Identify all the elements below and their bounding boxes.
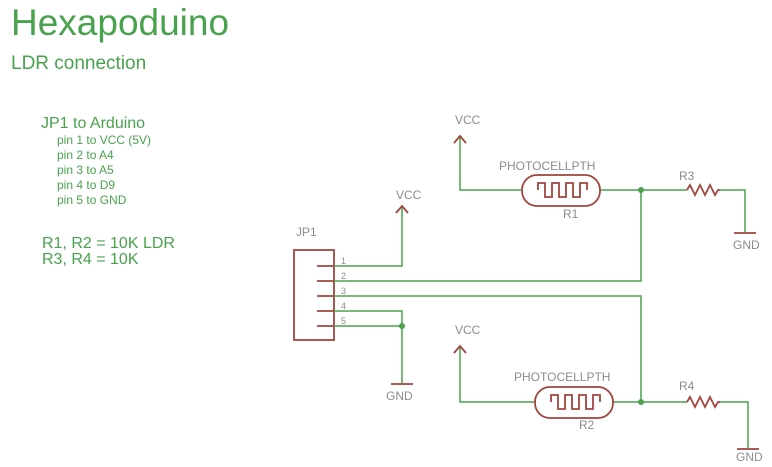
resistor-r3-label: R3 xyxy=(679,169,695,183)
jp1-body xyxy=(293,249,335,341)
photocell-r1-label: R1 xyxy=(563,207,579,221)
photocell-r2-type: PHOTOCELLPTH xyxy=(514,370,610,384)
gnd-label: GND xyxy=(386,389,413,403)
jp1-pin-number-4: 4 xyxy=(341,301,346,311)
photocell-r2-label: R2 xyxy=(579,418,595,432)
resistor-r4: R4 xyxy=(679,379,720,410)
resistor-icon xyxy=(686,182,720,198)
resistor-icon xyxy=(686,394,720,410)
vcc-label: VCC xyxy=(455,323,481,337)
resistor-r3: R3 xyxy=(679,169,720,198)
diagram-subtitle: LDR connection xyxy=(11,53,147,74)
wire-pin4-gnd xyxy=(334,310,403,383)
connector-jp1: JP1 1 2 3 4 5 xyxy=(293,225,346,341)
resistor-value-note: R3, R4 = 10K xyxy=(42,251,139,268)
vcc-symbol-r1: VCC xyxy=(453,113,481,144)
wire-pin3-a5 xyxy=(334,295,642,402)
photocell-icon xyxy=(537,182,588,198)
junction-bottom xyxy=(638,399,644,405)
jp1-label: JP1 xyxy=(296,225,317,239)
jp1-pin-number-2: 2 xyxy=(341,271,346,281)
photocell-r1-body xyxy=(521,174,601,207)
vcc-symbol-r2: VCC xyxy=(453,323,481,354)
diagram-title: Hexapoduino xyxy=(11,2,230,43)
vcc-arrow-icon xyxy=(395,204,409,214)
gnd-symbol-r3: GND xyxy=(733,232,760,252)
gnd-symbol-r4: GND xyxy=(736,448,763,464)
wire-r4-gnd xyxy=(720,401,749,448)
wire-pin1-vcc xyxy=(334,206,403,267)
gnd-label: GND xyxy=(733,238,760,252)
vcc-arrow-icon xyxy=(453,134,467,144)
wire-pin2-a4 xyxy=(334,190,642,282)
ldr-value-note: R1, R2 = 10K LDR xyxy=(42,235,175,252)
vcc-arrow-icon xyxy=(453,344,467,354)
vcc-label: VCC xyxy=(396,188,422,202)
jp1-pin-number-1: 1 xyxy=(341,256,346,266)
wire-r3-gnd xyxy=(720,189,746,232)
photocell-r1: PHOTOCELLPTH R1 xyxy=(499,159,601,221)
wire-vcc-r1 xyxy=(459,136,522,191)
resistor-values: R1, R2 = 10K LDR R3, R4 = 10K xyxy=(42,236,175,268)
junction-gnd xyxy=(399,323,405,329)
resistor-r4-label: R4 xyxy=(679,379,695,393)
note-pin-3: pin 3 to A5 xyxy=(57,163,114,177)
vcc-label: VCC xyxy=(455,113,481,127)
note-pin-4: pin 4 to D9 xyxy=(57,178,116,192)
note-pin-2: pin 2 to A4 xyxy=(57,148,114,162)
connection-notes: JP1 to Arduino pin 1 to VCC (5V) pin 2 t… xyxy=(41,115,151,208)
photocell-r2: PHOTOCELLPTH R2 xyxy=(514,370,614,432)
gnd-symbol-jp1: GND xyxy=(386,383,413,403)
photocell-r1-type: PHOTOCELLPTH xyxy=(499,159,595,173)
jp1-pin-number-3: 3 xyxy=(341,286,346,296)
gnd-label: GND xyxy=(736,450,763,464)
photocell-icon xyxy=(550,394,601,410)
notes-heading: JP1 to Arduino xyxy=(41,115,146,132)
wire-vcc-r2 xyxy=(459,346,535,403)
photocell-r2-body xyxy=(534,386,614,419)
jp1-pin-number-5: 5 xyxy=(341,316,346,326)
vcc-symbol-jp1: VCC xyxy=(395,188,422,214)
junction-top xyxy=(638,187,644,193)
wires xyxy=(334,136,749,448)
note-pin-1: pin 1 to VCC (5V) xyxy=(57,133,152,147)
note-pin-5: pin 5 to GND xyxy=(57,193,127,207)
